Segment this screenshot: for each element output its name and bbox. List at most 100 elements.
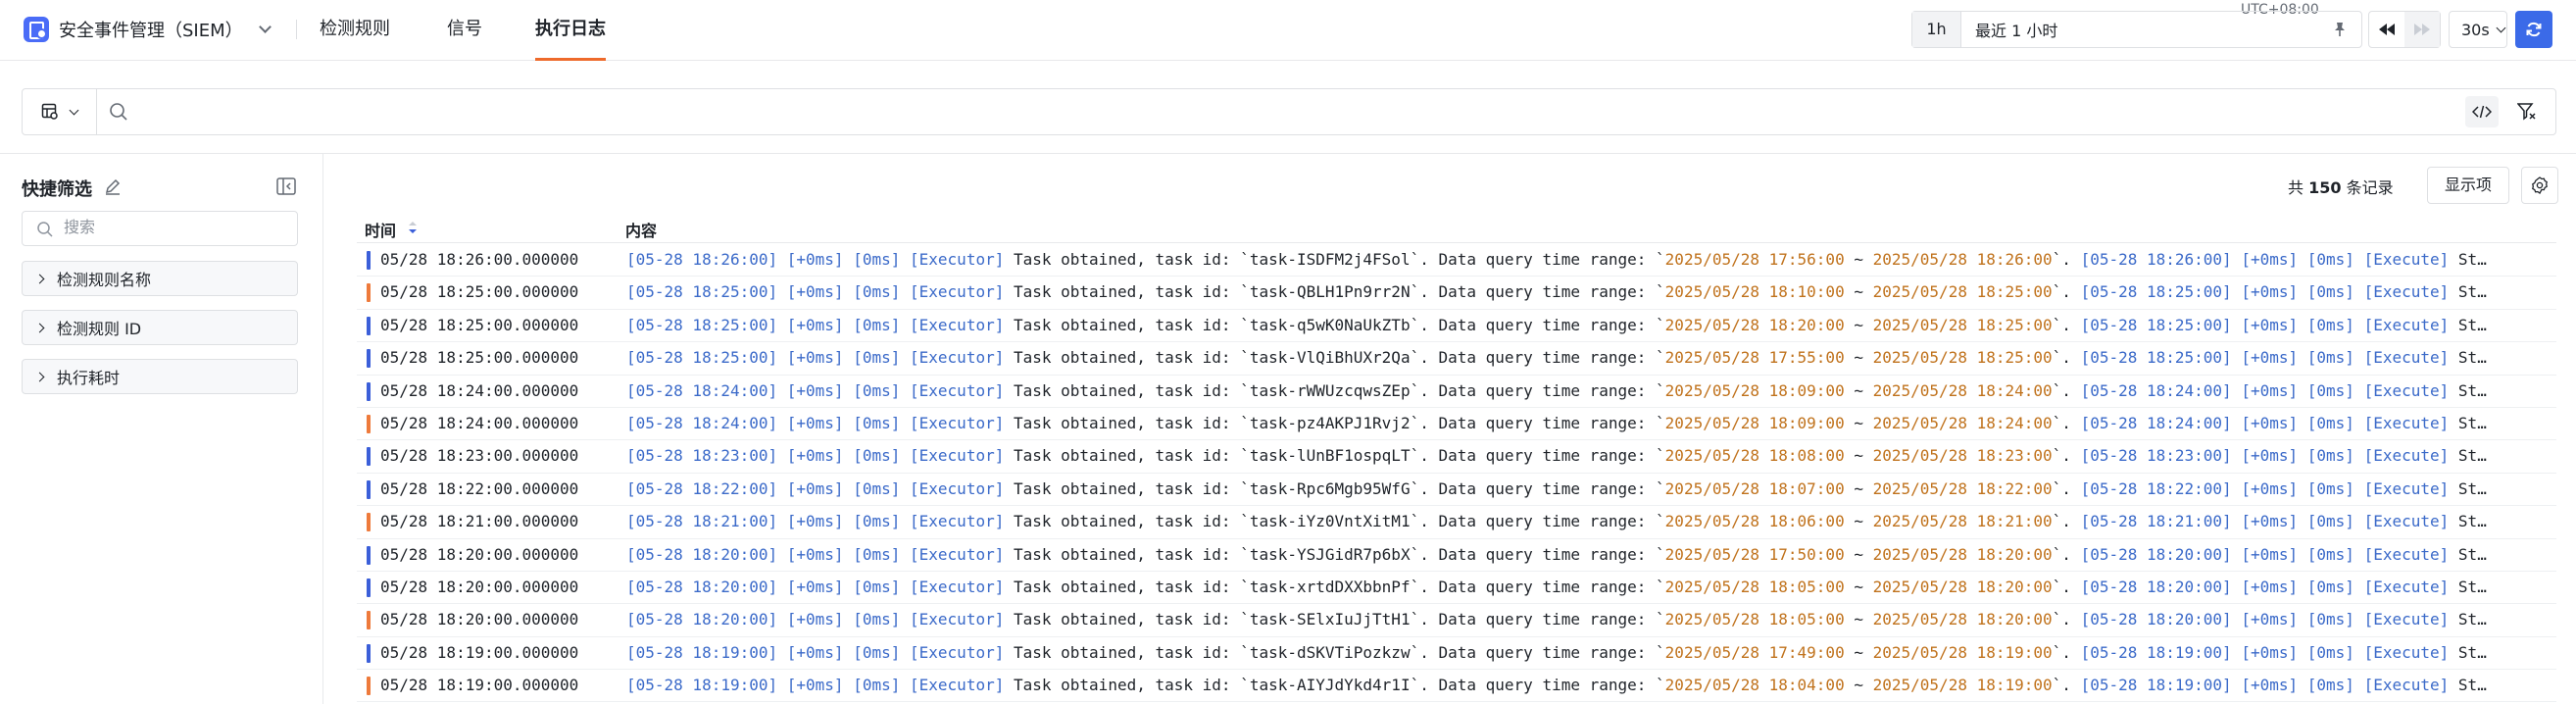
table-row[interactable]: 05/28 18:19:00.000000 [05-28 18:19:00] [… — [357, 637, 2556, 671]
time-range-picker[interactable]: 1h 最近 1 小时 — [1911, 11, 2362, 48]
log-task-id: task-pz4AKPJ1Rvj2 — [1249, 413, 1411, 432]
table-row[interactable]: 05/28 18:24:00.000000 [05-28 18:24:00] [… — [357, 376, 2556, 408]
table-row[interactable]: 05/28 18:20:00.000000 [05-28 18:20:00] [… — [357, 572, 2556, 605]
facet-rule-name[interactable]: 检测规则名称 — [22, 261, 298, 296]
log-task-id: task-rWWUzcqwsZEp — [1249, 380, 1411, 400]
edit-icon[interactable] — [104, 177, 122, 195]
rewind-icon — [2379, 24, 2395, 35]
table-row[interactable]: 05/28 18:20:00.000000 [05-28 18:20:00] [… — [357, 539, 2556, 572]
record-count: 共 150 条记录 — [2288, 175, 2394, 198]
table-row[interactable]: 05/28 18:24:00.000000 [05-28 18:24:00] [… — [357, 408, 2556, 441]
code-mode-button[interactable] — [2465, 96, 2499, 127]
log-duration-2: [0ms] — [2306, 282, 2354, 302]
log-duration: [0ms] — [853, 512, 901, 531]
row-content: [05-28 18:24:00] [+0ms] [0ms] [Executor]… — [626, 380, 2487, 400]
sort-icon[interactable] — [408, 222, 418, 233]
step-forward-button[interactable] — [2404, 12, 2440, 47]
log-duration-2: [0ms] — [2306, 348, 2354, 368]
time-range-short[interactable]: 1h — [1912, 12, 1961, 47]
log-range-end: 2025/05/28 18:19:00 — [1872, 642, 2053, 662]
table-row[interactable]: 05/28 18:25:00.000000 [05-28 18:25:00] [… — [357, 277, 2556, 310]
column-header-time[interactable]: 时间 — [365, 222, 397, 240]
log-delta: [+0ms] — [786, 512, 844, 531]
step-back-button[interactable] — [2369, 12, 2404, 47]
log-tilde: ~ — [1854, 642, 1863, 662]
log-delta-2: [+0ms] — [2241, 642, 2299, 662]
log-execute: [Execute] — [2363, 380, 2450, 400]
log-text-range: Data query time range: — [1438, 348, 1647, 368]
log-range-end: 2025/05/28 18:22:00 — [1872, 478, 2053, 498]
log-range-start: 2025/05/28 18:05:00 — [1664, 577, 1845, 596]
log-task-id: task-QBLH1Pn9rr2N — [1249, 282, 1411, 302]
log-delta: [+0ms] — [786, 250, 844, 269]
log-duration-2: [0ms] — [2306, 315, 2354, 334]
record-count-value: 150 — [2308, 178, 2342, 197]
clear-filter-button[interactable] — [2510, 96, 2544, 127]
status-marker — [367, 545, 371, 565]
query-input[interactable] — [97, 89, 2555, 134]
table-settings-button[interactable] — [2521, 167, 2558, 204]
log-execute: [Execute] — [2363, 577, 2450, 596]
table-row[interactable]: 05/28 18:20:00.000000 [05-28 18:20:00] [… — [357, 604, 2556, 637]
facet-label: 检测规则名称 — [57, 271, 152, 289]
row-time: 05/28 18:20:00.000000 — [380, 577, 579, 596]
tab-signals[interactable]: 信号 — [447, 19, 482, 39]
log-execute: [Execute] — [2363, 676, 2450, 695]
refresh-interval-select[interactable]: 30s — [2449, 11, 2507, 48]
table-row[interactable]: 05/28 18:19:00.000000 [05-28 18:19:00] [… — [357, 670, 2556, 703]
refresh-button[interactable] — [2515, 11, 2552, 48]
log-timestamp-2: [05-28 18:20:00] — [2080, 577, 2232, 596]
timezone-label: UTC+08:00 — [2241, 2, 2319, 18]
quick-filter-search-input[interactable] — [23, 212, 297, 245]
log-tail: St… — [2457, 315, 2487, 334]
facet-rule-id[interactable]: 检测规则 ID — [22, 310, 298, 345]
table-row[interactable]: 05/28 18:23:00.000000 [05-28 18:23:00] [… — [357, 440, 2556, 474]
table-row[interactable]: 05/28 18:25:00.000000 [05-28 18:25:00] [… — [357, 342, 2556, 376]
log-delta-2: [+0ms] — [2241, 282, 2299, 302]
gear-icon — [2532, 176, 2548, 194]
table-row[interactable]: 05/28 18:26:00.000000 [05-28 18:26:00] [… — [357, 244, 2556, 277]
log-delta: [+0ms] — [786, 348, 844, 368]
log-executor: [Executor] — [910, 610, 1005, 629]
log-range-start: 2025/05/28 17:55:00 — [1664, 348, 1845, 368]
quick-filter-search[interactable] — [22, 211, 298, 246]
log-delta: [+0ms] — [786, 315, 844, 334]
log-text-range: Data query time range: — [1438, 577, 1647, 596]
time-range-text: 最近 1 小时 — [1975, 22, 2058, 40]
log-text-range: Data query time range: — [1438, 413, 1647, 432]
row-content: [05-28 18:25:00] [+0ms] [0ms] [Executor]… — [626, 315, 2487, 334]
collapse-panel-icon[interactable] — [276, 177, 296, 195]
log-range-end: 2025/05/28 18:21:00 — [1872, 512, 2053, 531]
app-name: 安全事件管理（SIEM） — [59, 21, 243, 41]
status-marker — [367, 283, 371, 303]
tab-detection-rules[interactable]: 检测规则 — [320, 19, 390, 39]
log-timestamp: [05-28 18:19:00] — [626, 642, 778, 662]
log-duration-2: [0ms] — [2306, 250, 2354, 269]
log-execute: [Execute] — [2363, 348, 2450, 368]
tab-execution-log[interactable]: 执行日志 — [535, 0, 606, 61]
log-range-start: 2025/05/28 18:07:00 — [1664, 478, 1845, 498]
log-timestamp-2: [05-28 18:20:00] — [2080, 544, 2232, 564]
log-tilde: ~ — [1854, 676, 1863, 695]
log-timestamp: [05-28 18:24:00] — [626, 380, 778, 400]
table-row[interactable]: 05/28 18:21:00.000000 [05-28 18:21:00] [… — [357, 506, 2556, 539]
log-task-id: task-q5wK0NaUkZTb — [1249, 315, 1411, 334]
log-text-range: Data query time range: — [1438, 512, 1647, 531]
log-executor: [Executor] — [910, 380, 1005, 400]
row-time: 05/28 18:25:00.000000 — [380, 348, 579, 368]
log-delta-2: [+0ms] — [2241, 676, 2299, 695]
log-duration-2: [0ms] — [2306, 577, 2354, 596]
log-delta: [+0ms] — [786, 544, 844, 564]
log-text-range: Data query time range: — [1438, 544, 1647, 564]
query-mode-select[interactable] — [23, 89, 97, 134]
log-tail: St… — [2457, 413, 2487, 432]
pin-icon[interactable] — [2332, 22, 2348, 37]
row-content: [05-28 18:23:00] [+0ms] [0ms] [Executor]… — [626, 446, 2487, 466]
row-time: 05/28 18:23:00.000000 — [380, 446, 579, 466]
facet-execution-duration[interactable]: 执行耗时 — [22, 359, 298, 394]
table-row[interactable]: 05/28 18:22:00.000000 [05-28 18:22:00] [… — [357, 474, 2556, 507]
app-switcher[interactable]: 安全事件管理（SIEM） — [24, 14, 272, 45]
table-row[interactable]: 05/28 18:25:00.000000 [05-28 18:25:00] [… — [357, 310, 2556, 343]
log-timestamp: [05-28 18:23:00] — [626, 446, 778, 466]
display-columns-button[interactable]: 显示项 — [2427, 167, 2509, 204]
